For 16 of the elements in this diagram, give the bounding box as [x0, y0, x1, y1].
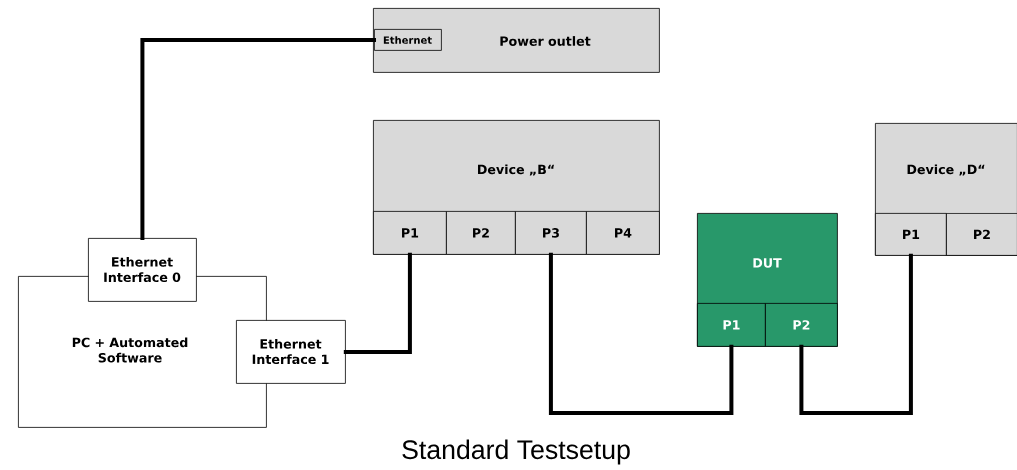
cable-line	[548, 252, 734, 415]
interface-box: Ethernet Interface 1	[236, 320, 346, 384]
port-box: P2	[446, 211, 516, 255]
port-box: P1	[875, 213, 947, 256]
caption: Standard Testsetup	[402, 439, 630, 465]
port-box: P4	[586, 211, 660, 255]
port-box: P2	[946, 213, 1017, 256]
port-box: P1	[373, 211, 447, 255]
interface-box: Ethernet Interface 0	[88, 238, 197, 302]
port-box: P2	[765, 303, 838, 347]
cable-line	[343, 252, 412, 354]
cable-line	[140, 37, 376, 240]
port-box: P3	[515, 211, 587, 255]
port-box: Ethernet	[374, 29, 442, 51]
cable-line	[799, 253, 913, 415]
port-box: P1	[697, 303, 766, 347]
